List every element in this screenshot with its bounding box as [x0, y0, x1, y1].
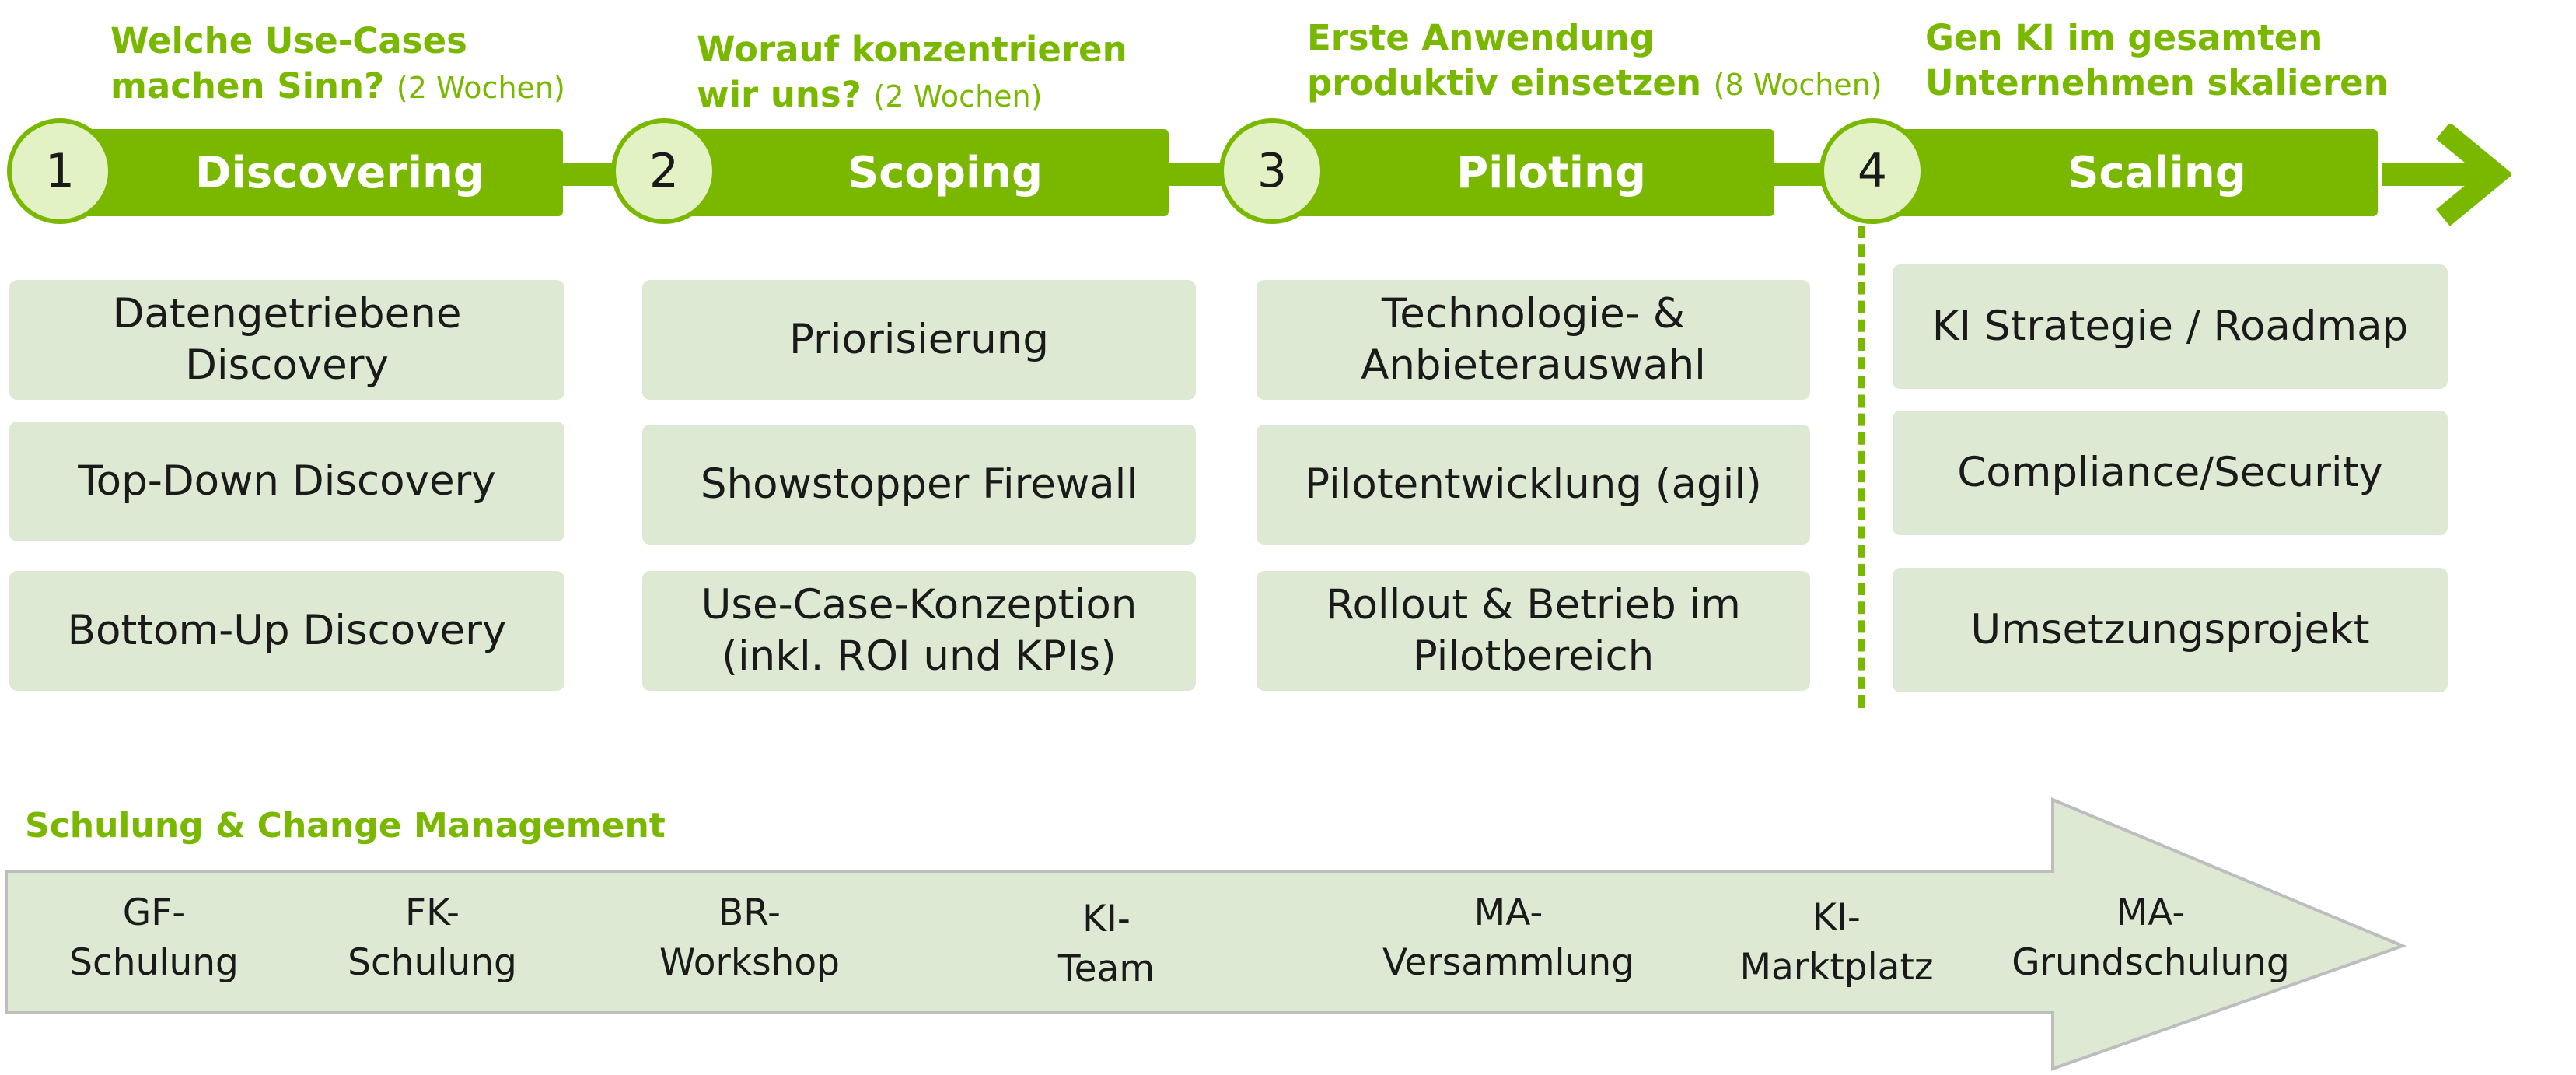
- change-stage: FK- Schulung: [348, 888, 517, 988]
- item-text: Pilotentwicklung (agil): [1305, 460, 1762, 508]
- phase-4-item: KI Strategie / Roadmap: [1893, 264, 2448, 389]
- change-stage: KI- Marktplatz: [1739, 893, 1933, 993]
- item-text: (inkl. ROI und KPIs): [722, 632, 1117, 680]
- change-stage: KI- Team: [1058, 895, 1155, 994]
- item-text: Technologie- &: [1381, 290, 1686, 338]
- phase-1-item: Top-Down Discovery: [9, 422, 564, 541]
- phase-connector: [563, 163, 619, 186]
- stage-text: GF-: [122, 891, 186, 934]
- phase-4-question-line-2: Unternehmen skalieren: [1925, 62, 2389, 103]
- change-stage: MA- Grundschulung: [2012, 888, 2290, 988]
- item-text: Anbieterauswahl: [1361, 341, 1706, 389]
- phase-4-item: Compliance/Security: [1893, 411, 2448, 535]
- item-text: Datengetriebene: [112, 290, 462, 338]
- stage-text: Versammlung: [1382, 941, 1635, 984]
- stage-text: BR-: [718, 891, 781, 934]
- change-stage: MA- Versammlung: [1382, 888, 1634, 988]
- phase-4-number: 4: [1819, 118, 1925, 224]
- phase-2-name: Scoping: [847, 147, 1043, 198]
- phase-1-question-line-2: machen Sinn?: [110, 65, 385, 107]
- phase-1-name: Discovering: [195, 147, 484, 198]
- phase-3-bar: Piloting: [1274, 129, 1774, 216]
- phase-2-item: Use-Case-Konzeption(inkl. ROI und KPIs): [642, 571, 1196, 691]
- phase-track-arrow-icon: [2382, 124, 2511, 226]
- stage-text: Schulung: [348, 941, 517, 984]
- phase-3-item: Pilotentwicklung (agil): [1257, 425, 1810, 545]
- phase-3-question: Erste Anwendung produktiv einsetzen (8 W…: [1307, 16, 1882, 107]
- phase-1-item: Bottom-Up Discovery: [9, 571, 564, 691]
- item-text: Top-Down Discovery: [78, 457, 496, 505]
- phase-3-question-line-2: produktiv einsetzen: [1307, 62, 1701, 103]
- item-text: KI Strategie / Roadmap: [1931, 303, 2409, 350]
- phase-3-item: Technologie- &Anbieterauswahl: [1257, 280, 1810, 400]
- phase-1-bar: Discovering: [62, 129, 563, 216]
- phase-4-question: Gen KI im gesamten Unternehmen skalieren: [1925, 16, 2389, 106]
- phase-1-duration: (2 Wochen): [396, 71, 565, 105]
- stage-text: KI-: [1082, 898, 1131, 940]
- stage-text: Marktplatz: [1739, 946, 1934, 989]
- phase-2-question-line-2: wir uns?: [697, 74, 862, 115]
- phase-4-item: Umsetzungsprojekt: [1893, 568, 2448, 692]
- change-stage: GF- Schulung: [69, 888, 239, 988]
- phase-1-question-line-1: Welche Use-Cases: [110, 20, 467, 61]
- phase-4-name: Scaling: [2067, 147, 2246, 198]
- item-text: Bottom-Up Discovery: [67, 607, 507, 654]
- phase-3-question-line-1: Erste Anwendung: [1307, 17, 1655, 58]
- phase-3-name: Piloting: [1456, 147, 1646, 198]
- stage-text: FK-: [405, 891, 460, 934]
- stage-text: Workshop: [659, 941, 840, 984]
- phase-2-question-line-1: Worauf konzentrieren: [697, 29, 1127, 70]
- phase-3-duration: (8 Wochen): [1713, 68, 1882, 102]
- change-management-arrow: [5, 797, 2407, 1071]
- item-text: Pilotbereich: [1412, 632, 1655, 680]
- change-management-title: Schulung & Change Management: [25, 806, 666, 846]
- phase-2-duration: (2 Wochen): [873, 79, 1043, 114]
- item-text: Use-Case-Konzeption: [701, 581, 1138, 629]
- item-text: Umsetzungsprojekt: [1970, 606, 2370, 653]
- phase-1-number: 1: [7, 118, 113, 224]
- phase-2-item: Showstopper Firewall: [642, 425, 1196, 545]
- item-text: Priorisierung: [788, 316, 1050, 363]
- item-text: Compliance/Security: [1957, 449, 2383, 496]
- phase-connector: [1169, 163, 1225, 186]
- item-text: Rollout & Betrieb im: [1326, 581, 1741, 629]
- item-text: Discovery: [185, 341, 389, 389]
- item-text: Showstopper Firewall: [700, 460, 1138, 508]
- stage-text: KI-: [1812, 896, 1861, 939]
- stage-text: MA-: [1473, 891, 1543, 934]
- stage-text: Team: [1057, 947, 1155, 990]
- phase-1-question: Welche Use-Cases machen Sinn? (2 Wochen): [110, 19, 565, 110]
- phase-4-bar: Scaling: [1882, 129, 2378, 216]
- phase-3-number: 3: [1219, 118, 1325, 224]
- stage-text: MA-: [2116, 891, 2186, 934]
- change-stage: BR- Workshop: [659, 888, 840, 988]
- phase-2-number: 2: [611, 118, 717, 224]
- stage-text: Schulung: [69, 941, 239, 984]
- phase-2-question: Worauf konzentrieren wir uns? (2 Wochen): [697, 27, 1127, 119]
- scaling-separator-line: [1858, 226, 1865, 708]
- phase-4-question-line-1: Gen KI im gesamten: [1925, 17, 2323, 58]
- phase-2-bar: Scoping: [667, 129, 1169, 216]
- stage-text: Grundschulung: [2012, 941, 2290, 984]
- phase-2-item: Priorisierung: [642, 280, 1196, 400]
